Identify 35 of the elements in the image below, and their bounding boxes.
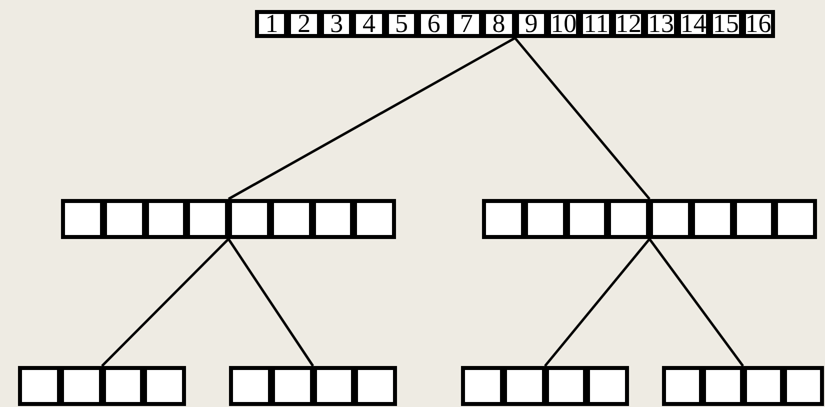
connector-line (101, 238, 230, 367)
array-cell (703, 367, 742, 405)
array-cell: 6 (418, 11, 450, 37)
array-cell (650, 200, 691, 238)
array-row (18, 366, 186, 406)
connector-line (227, 238, 314, 367)
array-row (482, 199, 817, 239)
array-cell: 4 (353, 11, 385, 37)
array-cell (19, 367, 60, 405)
array-row (662, 366, 824, 406)
array-cell (587, 367, 628, 405)
array-cell (354, 200, 395, 238)
connector-line (544, 238, 650, 367)
array-row (229, 366, 397, 406)
connector-line (514, 37, 650, 200)
array-cell (144, 367, 185, 405)
array-cell: 13 (645, 11, 677, 37)
array-cell: 15 (710, 11, 742, 37)
array-cell (462, 367, 503, 405)
array-cell (230, 367, 271, 405)
connector-line (648, 238, 744, 367)
array-row (461, 366, 629, 406)
array-cell (483, 200, 524, 238)
connector-line (228, 36, 516, 200)
array-cell: 11 (580, 11, 612, 37)
array-cell (229, 200, 270, 238)
array-cell (775, 200, 816, 238)
array-row (255, 10, 775, 38)
array-cell: 2 (288, 11, 320, 37)
array-row (61, 199, 396, 239)
array-cell: 8 (483, 11, 514, 37)
array-cell (355, 367, 396, 405)
array-cell (608, 200, 649, 238)
array-cell (62, 200, 103, 238)
array-cell (187, 200, 228, 238)
